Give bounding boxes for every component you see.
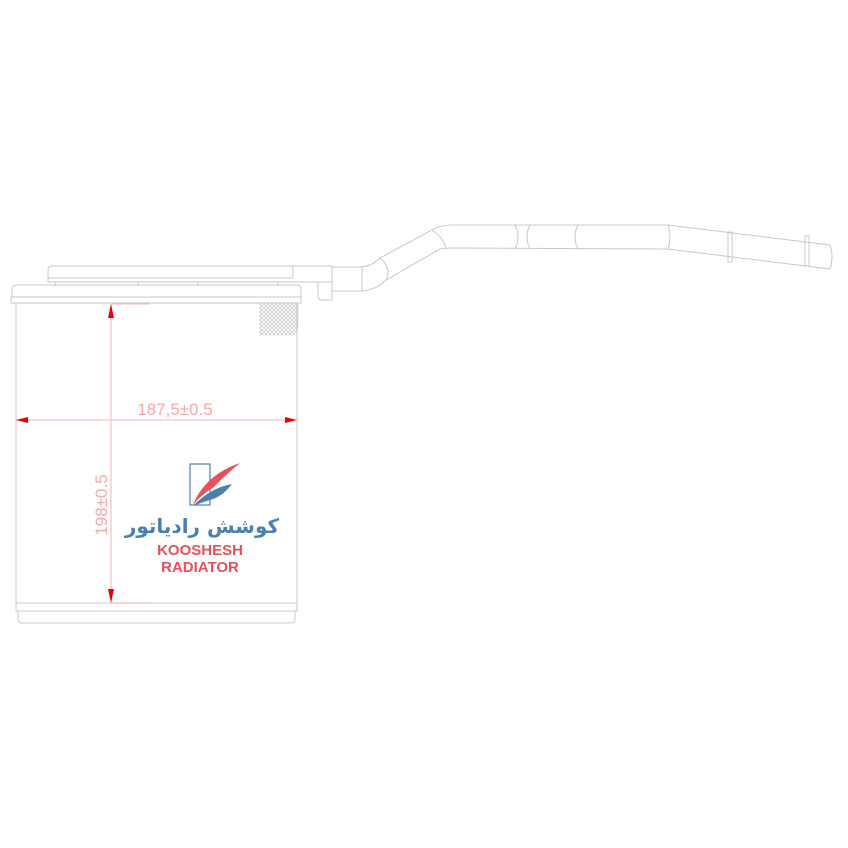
top-plate <box>47 265 333 301</box>
logo-line1: KOOSHESH <box>157 542 243 559</box>
pipe <box>332 224 833 292</box>
radiator-core <box>10 284 302 624</box>
dimension-lines <box>16 303 297 604</box>
width-dimension-label: 187,5±0.5 <box>137 400 213 419</box>
kooshesh-logo: کوشش رادیاتور <box>124 463 280 538</box>
height-dimension-label: 198±0.5 <box>92 474 111 535</box>
logo-line2: RADIATOR <box>161 559 239 576</box>
persian-name: کوشش رادیاتور <box>124 514 280 538</box>
fin-hatch <box>259 302 299 336</box>
